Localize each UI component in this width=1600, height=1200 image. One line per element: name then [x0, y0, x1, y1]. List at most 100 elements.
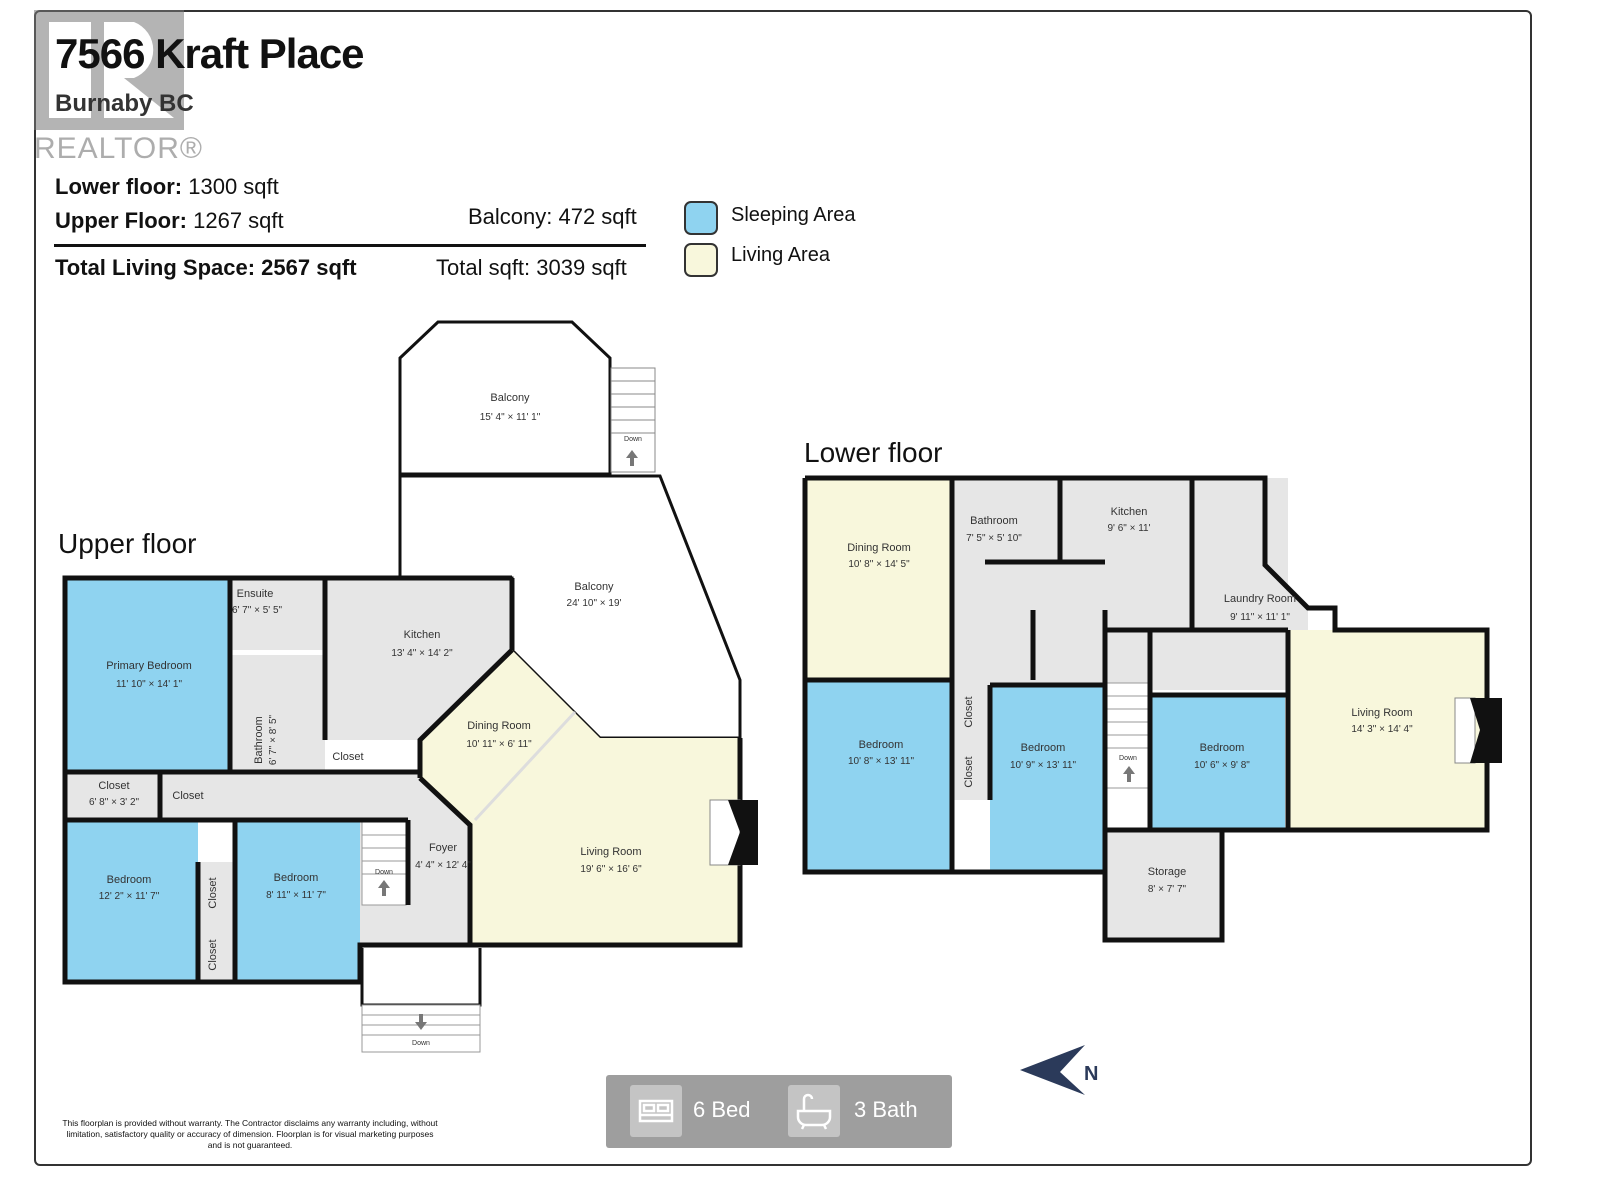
primary-bedroom	[65, 578, 230, 772]
room-dim: 24' 10" × 19'	[567, 598, 622, 609]
bedroom-lower-1	[805, 680, 952, 872]
upper-balcony-top	[398, 320, 612, 476]
room-dim: 4' 4" × 12' 4"	[415, 860, 471, 871]
bath-count: 3 Bath	[854, 1097, 918, 1122]
lower-floor-area: Lower floor: 1300 sqft	[55, 174, 279, 200]
storage	[1105, 830, 1222, 940]
stairs-label: Down	[1119, 755, 1137, 762]
room-dim: 9' 11" × 11' 1"	[1230, 612, 1290, 623]
down-arrow-icon	[378, 880, 390, 896]
room-name: Bathroom	[253, 716, 265, 764]
room-dim: 10' 8" × 13' 11"	[848, 756, 915, 767]
lower-floor-value: 1300 sqft	[188, 174, 279, 199]
balcony-area: Balcony: 472 sqft	[468, 204, 637, 229]
room-dim: 14' 3" × 14' 4"	[1351, 724, 1413, 735]
room-dim: 8' 11" × 11' 7"	[266, 890, 326, 901]
closet-primary	[65, 772, 160, 820]
bedroom-lower-2	[990, 685, 1105, 872]
bath-icon	[788, 1085, 840, 1137]
room-name: Kitchen	[1111, 506, 1148, 518]
lower-living-room	[1288, 630, 1487, 830]
compass-arrow-icon	[1020, 1045, 1085, 1095]
room-name: Bathroom	[970, 515, 1018, 527]
room-dim: 9' 6" × 11'	[1107, 523, 1150, 534]
room-name: Bedroom	[274, 872, 319, 884]
living-dining-area	[420, 650, 740, 945]
bedroom-upper-2	[235, 820, 360, 982]
stairs-label: Down	[624, 436, 642, 443]
lower-floor-label: Lower floor:	[55, 174, 183, 199]
upper-floor-plan: Down Down Down Balcony 15' 4" × 11' 1" B…	[62, 320, 758, 1053]
room-dim: 11' 10" × 14' 1"	[116, 679, 183, 690]
upper-floor-value: 1267 sqft	[193, 208, 284, 233]
room-name: Balcony	[574, 581, 614, 593]
stairs-label: Down	[375, 869, 393, 876]
realtor-logo	[34, 10, 184, 130]
bedroom-upper-1	[65, 820, 198, 982]
room-name: Storage	[1148, 866, 1187, 878]
room-dim: 7' 5" × 5' 10"	[966, 533, 1022, 544]
down-arrow-icon	[415, 1014, 427, 1030]
legend-swatch-sleeping	[684, 201, 718, 235]
upper-floor-label: Upper Floor:	[55, 208, 187, 233]
room-dim: 10' 11" × 6' 11"	[466, 739, 532, 750]
room-dim: 10' 9" × 13' 11"	[1010, 760, 1077, 771]
ensuite	[230, 578, 325, 650]
bed-bath-summary: 6 Bed 3 Bath	[606, 1075, 952, 1148]
up-arrow-icon	[1123, 766, 1135, 782]
room-dim: 8' × 7' 7"	[1148, 884, 1187, 895]
realtor-watermark: REALTOR®	[34, 132, 204, 165]
room-name: Closet	[332, 751, 363, 763]
property-city: Burnaby BC	[55, 90, 194, 117]
room-name: Ensuite	[237, 588, 274, 600]
upper-floor-area: Upper Floor: 1267 sqft	[55, 208, 284, 234]
total-living-space: Total Living Space: 2567 sqft	[55, 255, 357, 280]
room-name: Dining Room	[467, 720, 531, 732]
total-sqft: Total sqft: 3039 sqft	[436, 255, 627, 280]
upper-closets	[198, 862, 235, 982]
room-dim: 13' 4" × 14' 2"	[391, 648, 453, 659]
lower-floor-title: Lower floor	[804, 437, 943, 468]
room-name: Closet	[963, 696, 975, 727]
room-name: Living Room	[580, 846, 641, 858]
bed-icon	[630, 1085, 682, 1137]
room-name: Living Room	[1351, 707, 1412, 719]
room-dim: 10' 6" × 9' 8"	[1194, 760, 1250, 771]
laundry-room	[1195, 478, 1308, 630]
page-frame	[34, 10, 1532, 1166]
room-name: Bedroom	[107, 874, 152, 886]
upper-walls	[62, 575, 743, 985]
disclaimer: This floorplan is provided without warra…	[62, 1118, 438, 1150]
room-dim: 15' 4" × 11' 1"	[480, 412, 541, 423]
room-name: Dining Room	[847, 542, 911, 554]
room-dim: 12' 2" × 11' 7"	[99, 891, 160, 902]
legend-label-living: Living Area	[731, 244, 830, 266]
room-name: Bedroom	[1200, 742, 1245, 754]
room-name: Balcony	[490, 392, 530, 404]
upper-floor-title: Upper floor	[58, 528, 197, 559]
room-name: Primary Bedroom	[106, 660, 192, 672]
property-address: 7566 Kraft Place	[55, 30, 365, 77]
room-name: Closet	[207, 939, 219, 970]
fireplace	[1454, 697, 1476, 764]
stairs-label: Down	[412, 1040, 430, 1047]
bedroom-lower-3	[1152, 695, 1285, 830]
bed-count: 6 Bed	[693, 1097, 751, 1122]
entry-stairs	[360, 948, 482, 1053]
upper-bathroom	[230, 655, 325, 772]
room-name: Bedroom	[859, 739, 904, 751]
legend-label-sleeping: Sleeping Area	[731, 204, 856, 226]
down-arrow-icon	[626, 450, 638, 466]
legend-swatch-living	[684, 243, 718, 277]
room-name: Closet	[98, 780, 129, 792]
compass: N	[1020, 1045, 1098, 1095]
room-name: Laundry Room	[1224, 593, 1296, 605]
compass-north-label: N	[1084, 1063, 1098, 1085]
room-name: Closet	[172, 790, 203, 802]
room-name: Closet	[963, 756, 975, 787]
room-name: Kitchen	[404, 629, 441, 641]
lower-dining-room	[805, 478, 952, 680]
room-dim: 10' 8" × 14' 5"	[848, 559, 910, 570]
room-name: Closet	[207, 877, 219, 908]
